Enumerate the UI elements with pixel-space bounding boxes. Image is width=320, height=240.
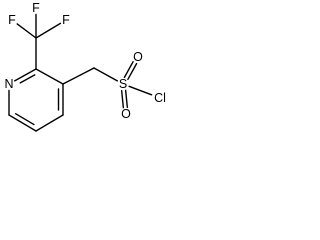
atom-label-o2: O bbox=[121, 107, 131, 121]
atom-label-f3: F bbox=[62, 13, 70, 27]
atom-label-cl: Cl bbox=[154, 91, 166, 105]
atom-label-s: S bbox=[119, 77, 127, 91]
bond-n1-c2-inner bbox=[19, 74, 36, 84]
bond-s-o2-a bbox=[120, 89, 125, 109]
atom-label-o1: O bbox=[133, 50, 143, 64]
bond-n1-c2 bbox=[13, 68, 37, 82]
bond-cf3-f1 bbox=[16, 23, 37, 39]
bond-s-o2-b bbox=[124, 89, 129, 109]
bond-s-cl bbox=[128, 85, 153, 96]
bond-c4-c5 bbox=[35, 114, 64, 132]
bond-c3-ch2 bbox=[62, 67, 95, 85]
atom-label-f2: F bbox=[32, 1, 40, 15]
atom-label-n1: N bbox=[4, 77, 13, 91]
bond-ch2-s bbox=[93, 67, 119, 82]
bond-c5-c6 bbox=[8, 114, 37, 132]
bond-c5-c6-inner bbox=[14, 112, 35, 126]
bond-s-o1-a bbox=[127, 62, 138, 80]
bond-cf3-f3 bbox=[35, 22, 62, 39]
bond-c2-c3 bbox=[35, 68, 64, 85]
atom-label-f1: F bbox=[8, 13, 16, 27]
bond-s-o1-b bbox=[123, 61, 134, 79]
bonds-layer bbox=[8, 13, 153, 132]
